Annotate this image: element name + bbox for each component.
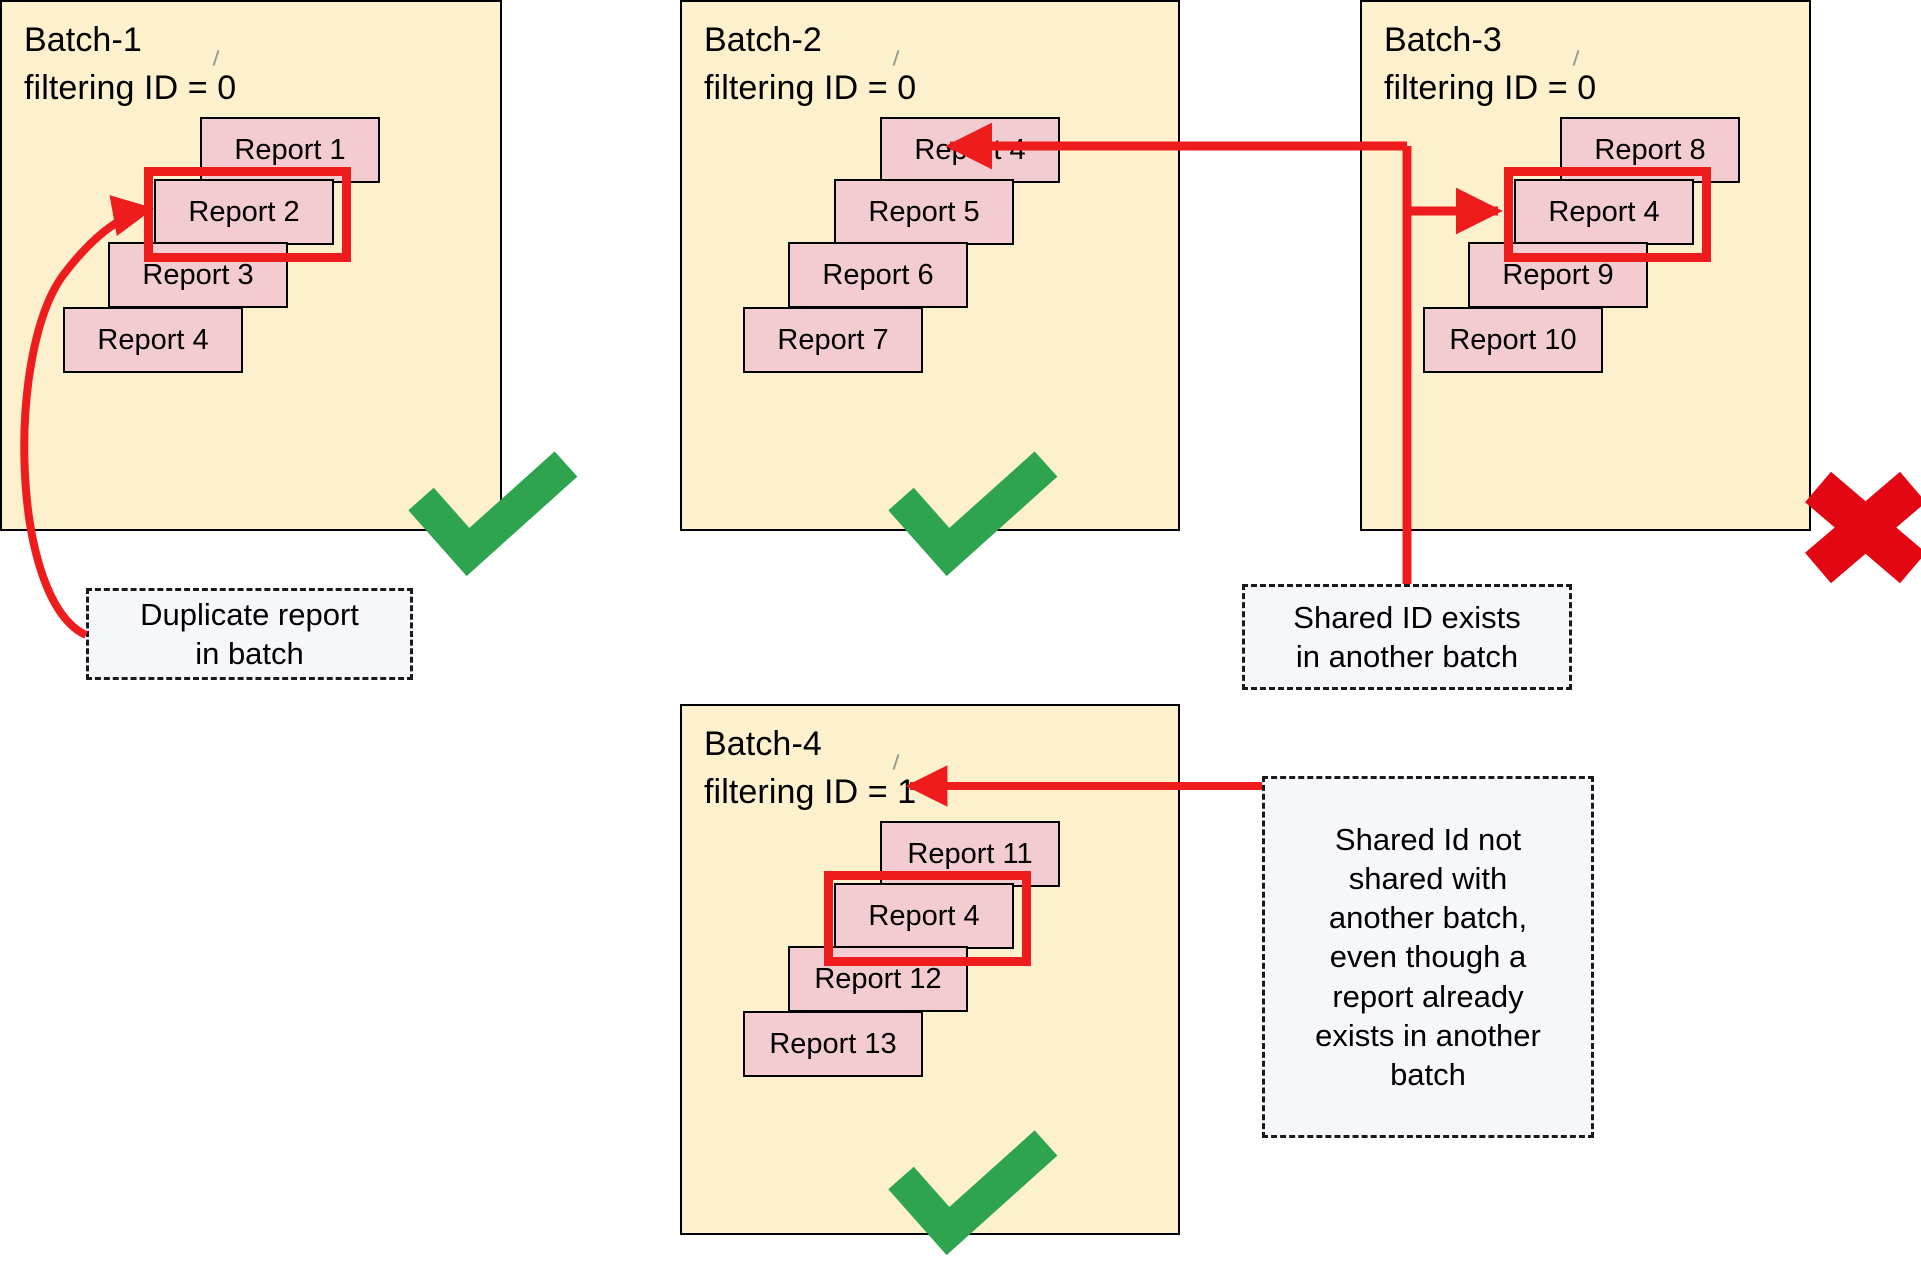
report-card: Report 7 bbox=[743, 307, 923, 373]
report-card: Report 6 bbox=[788, 242, 968, 308]
batch-title-batch-2: Batch-2 filtering ID = 0 bbox=[704, 21, 917, 108]
callout-shared-id-exists: Shared ID exists in another batch bbox=[1242, 584, 1572, 690]
report-label: Report 3 bbox=[142, 258, 254, 291]
report-label: Report 6 bbox=[822, 258, 934, 291]
callout-shared-id-not-shared: Shared Id not shared with another batch,… bbox=[1262, 776, 1594, 1138]
report-card: Report 5 bbox=[834, 179, 1014, 245]
report-label: Report 4 bbox=[868, 899, 980, 932]
report-label: Report 9 bbox=[1502, 258, 1614, 291]
batch-box-batch-2: Batch-2 filtering ID = 0 Report 4 Report… bbox=[680, 0, 1180, 531]
report-card: Report 13 bbox=[743, 1011, 923, 1077]
report-label: Report 4 bbox=[1548, 195, 1660, 228]
report-card: Report 4 bbox=[1514, 179, 1694, 245]
batch-box-batch-1: Batch-1 filtering ID = 0 Report 1 Report… bbox=[0, 0, 502, 531]
callout-text: Shared ID exists in another batch bbox=[1293, 599, 1521, 674]
report-card: Report 4 bbox=[880, 117, 1060, 183]
non-shared-id-report-highlight bbox=[824, 871, 1031, 966]
report-label: Report 5 bbox=[868, 195, 980, 228]
report-card: Report 4 bbox=[834, 883, 1014, 949]
report-label: Report 4 bbox=[97, 323, 209, 356]
batch-title-batch-1: Batch-1 filtering ID = 0 bbox=[24, 21, 237, 108]
report-label: Report 4 bbox=[914, 133, 1026, 166]
report-card: Report 10 bbox=[1423, 307, 1603, 373]
batch-box-batch-4: Batch-4 filtering ID = 1 Report 11 Repor… bbox=[680, 704, 1180, 1235]
duplicate-report-highlight bbox=[144, 167, 351, 262]
batch-box-batch-3: Batch-3 filtering ID = 0 Report 8 Report… bbox=[1360, 0, 1811, 531]
batch-title-batch-3: Batch-3 filtering ID = 0 bbox=[1384, 21, 1597, 108]
callout-duplicate-report: Duplicate report in batch bbox=[86, 588, 413, 680]
report-label: Report 12 bbox=[814, 962, 942, 995]
callout-text: Shared Id not shared with another batch,… bbox=[1315, 822, 1541, 1092]
report-label: Report 8 bbox=[1594, 133, 1706, 166]
report-card: Report 4 bbox=[63, 307, 243, 373]
report-label: Report 10 bbox=[1449, 323, 1577, 356]
report-label: Report 7 bbox=[777, 323, 889, 356]
shared-id-report-highlight bbox=[1504, 167, 1711, 262]
batch-title-batch-4: Batch-4 filtering ID = 1 bbox=[704, 725, 917, 812]
report-label: Report 1 bbox=[234, 133, 346, 166]
cross-icon-batch-3 bbox=[1805, 471, 1921, 584]
report-label: Report 11 bbox=[907, 837, 1033, 870]
report-label: Report 2 bbox=[188, 195, 300, 228]
report-label: Report 13 bbox=[769, 1027, 897, 1060]
callout-text: Duplicate report in batch bbox=[140, 596, 359, 671]
